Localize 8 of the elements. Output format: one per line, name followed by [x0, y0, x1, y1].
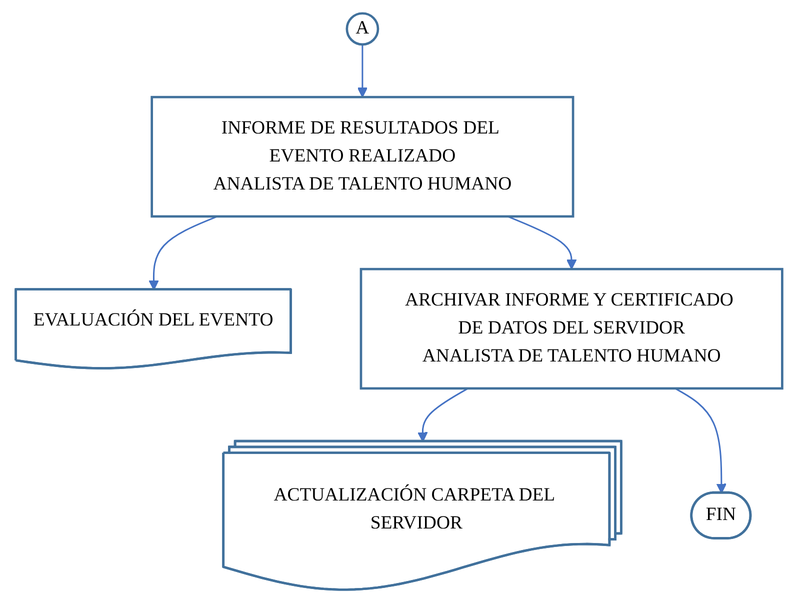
arrow — [357, 44, 368, 98]
node-box: ARCHIVAR INFORME Y CERTIFICADO DE DATOS DEL SERVIDOR ANALISTA DE TALENTO HUMANO — [360, 268, 784, 390]
arrow — [507, 216, 577, 270]
arrow — [148, 216, 218, 290]
node-box: INFORME DE RESULTADOS DEL EVENTO REALIZADO ANALISTA DE TALENTO HUMANO — [150, 96, 574, 218]
arrow — [674, 388, 727, 494]
arrow — [418, 388, 468, 442]
node-circle: A — [346, 12, 380, 46]
